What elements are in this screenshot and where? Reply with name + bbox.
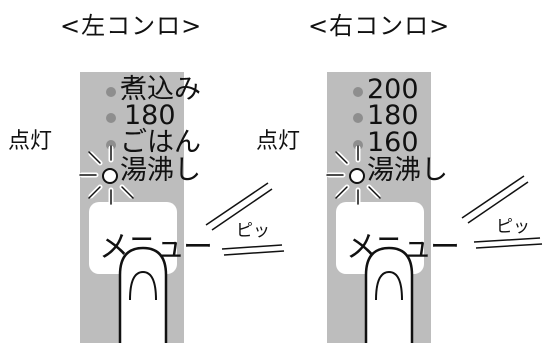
right-finger-icon	[364, 246, 414, 343]
right-lit-label: 点灯	[256, 129, 301, 154]
left-menu-item-selected: 湯沸し	[120, 155, 201, 186]
left-indicator-dot	[106, 113, 116, 123]
right-menu-item: 180	[367, 100, 419, 131]
right-menu-item: 160	[367, 127, 419, 158]
left-menu-item: 180	[124, 100, 176, 131]
left-light-rays-outline-icon	[79, 145, 134, 205]
left-indicator-dot	[106, 140, 116, 150]
left-menu-item: ごはん	[120, 127, 201, 158]
right-menu-item-selected: 湯沸し	[367, 155, 448, 186]
left-burner-title: <左コンロ>	[60, 12, 203, 40]
right-sound-lines-icon	[461, 175, 543, 249]
right-beep-label: ピッ	[496, 217, 530, 237]
right-burner-title: <右コンロ>	[308, 12, 451, 40]
left-beep-label: ピッ	[236, 221, 270, 241]
right-lit-indicator-dot	[349, 168, 365, 184]
left-sound-lines-icon	[205, 182, 285, 256]
right-indicator-dot	[353, 87, 363, 97]
right-menu-button[interactable]: メニュー	[336, 202, 460, 274]
right-indicator-dot	[353, 113, 363, 123]
left-lit-indicator-dot	[102, 168, 118, 184]
right-indicator-dot	[353, 140, 363, 150]
right-light-rays-outline-icon	[326, 145, 381, 205]
left-menu-item: 煮込み	[120, 74, 201, 105]
left-finger-icon	[118, 246, 168, 343]
left-indicator-dot	[106, 87, 116, 97]
left-lit-label: 点灯	[8, 129, 53, 154]
right-menu-item: 200	[367, 74, 419, 105]
